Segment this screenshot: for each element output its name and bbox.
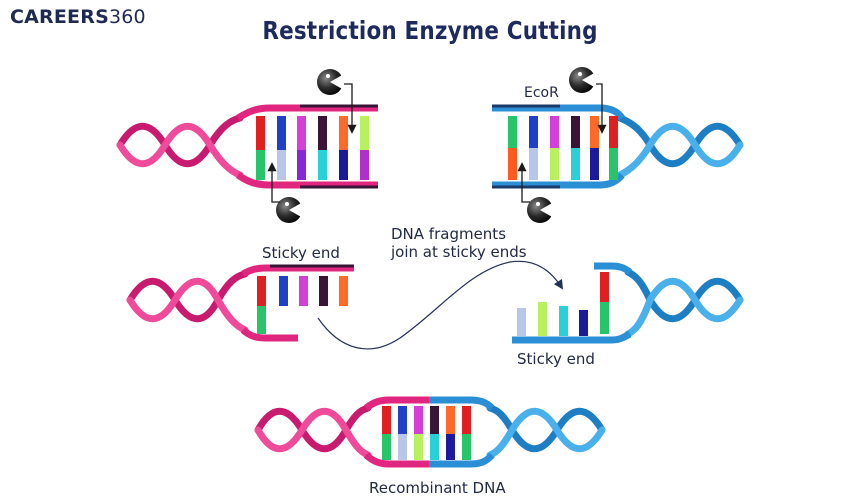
base-pairs-fragment-left	[257, 276, 348, 334]
brand-name: CAREERS	[10, 6, 109, 28]
dna-top-right: EcoR	[492, 67, 744, 223]
label-recombinant-dna: Recombinant DNA	[369, 479, 506, 497]
base-pairs-recombinant	[382, 406, 471, 460]
enzyme-icon	[569, 67, 596, 93]
label-fragments-line1: DNA fragments	[391, 225, 507, 243]
enzyme-icon	[527, 197, 554, 223]
dna-recombinant	[254, 396, 606, 468]
dna-fragment-left	[126, 264, 354, 342]
helix-top-left	[116, 114, 244, 179]
strand-top-right-lower	[492, 172, 625, 189]
dna-top-left	[116, 69, 378, 223]
enzyme-icon	[317, 69, 344, 95]
strand-top-left-upper	[236, 104, 378, 122]
label-sticky-end-right: Sticky end	[517, 350, 595, 368]
base-pairs-top-right	[508, 116, 618, 180]
dna-fragment-right	[512, 262, 744, 344]
label-ecor: EcoR	[524, 85, 559, 101]
label-fragments-line2: join at sticky ends	[391, 243, 527, 261]
join-arrow	[317, 260, 564, 350]
brand-logo[interactable]: CAREERS360	[10, 6, 146, 28]
strand-top-right-upper	[492, 104, 625, 121]
page-title: Restriction Enzyme Cutting	[262, 16, 598, 45]
brand-number: 360	[108, 6, 146, 28]
base-pairs-fragment-right	[517, 272, 609, 336]
label-sticky-end-left: Sticky end	[262, 244, 340, 262]
helix-top-right	[616, 114, 744, 179]
strand-top-left-lower	[235, 172, 378, 189]
enzyme-icon	[276, 197, 303, 223]
base-pairs-top-left	[256, 116, 369, 180]
